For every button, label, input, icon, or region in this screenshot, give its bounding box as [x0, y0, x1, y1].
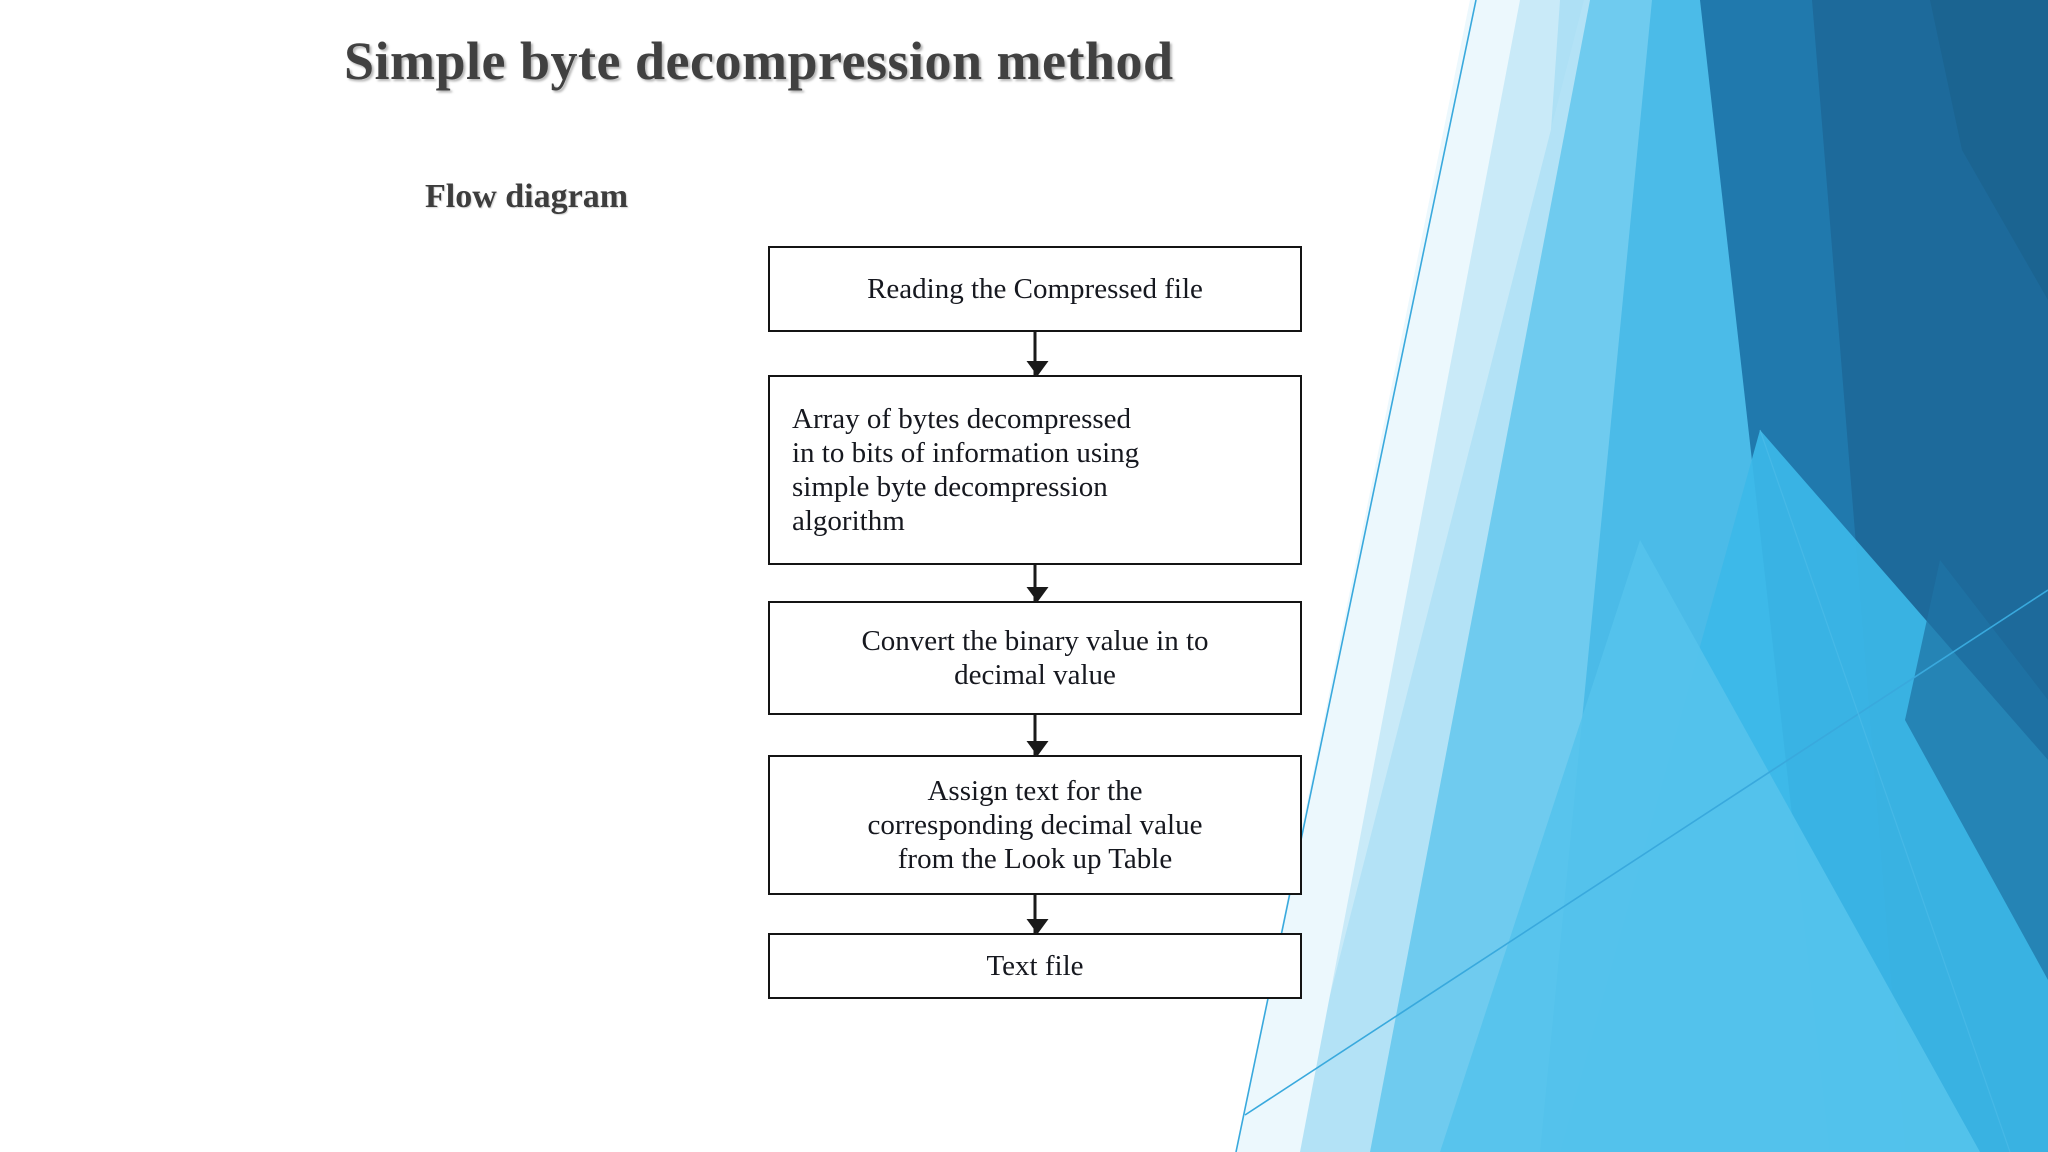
flowchart-connector [768, 895, 1302, 934]
flowchart-step-line: decimal value [954, 659, 1116, 691]
flowchart-connector [768, 565, 1302, 602]
slide-title: Simple byte decompression method [344, 31, 1174, 91]
flowchart-step-line: algorithm [792, 505, 905, 538]
down-arrow-icon [1026, 332, 1049, 376]
down-arrow-icon [1026, 565, 1049, 602]
flowchart-step-line: Array of bytes decompressed [792, 402, 1132, 435]
bg-hairline-diagonal [1244, 589, 2048, 1116]
flowchart-connector [768, 715, 1302, 756]
bg-hairline-secondary [1759, 429, 2011, 1152]
flowchart-step-line: from the Look up Table [897, 843, 1173, 876]
flowchart-step-line: in to bits of information using [792, 436, 1140, 469]
bg-shard-mid-large [1480, 0, 1830, 1152]
bg-shard-light-primary [1290, 0, 1652, 1152]
bg-shard-notch-deep [1930, 0, 2048, 300]
down-arrow-icon [1026, 715, 1049, 756]
flow-diagram-subtitle: Flow diagram [425, 178, 629, 215]
bg-shard-bright-lower [1560, 430, 2048, 1152]
down-arrow-icon [1026, 895, 1049, 934]
flowchart-step-line: simple byte decompression [792, 471, 1108, 503]
bg-shard-dark-right [1755, 0, 2048, 1152]
flowchart-step-line: Assign text for the [927, 774, 1143, 807]
flowchart-step-line: Reading the Compressed file [867, 272, 1203, 305]
flowchart-step-line: corresponding decimal value [867, 808, 1203, 841]
step-reading-compressed-file: Reading the Compressed file [768, 246, 1302, 332]
flowchart-step-line: Convert the binary value in to [861, 624, 1209, 657]
flowchart-step-line: Text file [986, 949, 1084, 982]
bg-shard-deep-upper [1690, 0, 1905, 1152]
step-text-file: Text file [768, 933, 1302, 999]
flowchart-connector [768, 332, 1302, 376]
bg-shard-mid-lower [1440, 540, 1980, 1152]
bg-shard-notch-deep2 [1905, 560, 2048, 980]
